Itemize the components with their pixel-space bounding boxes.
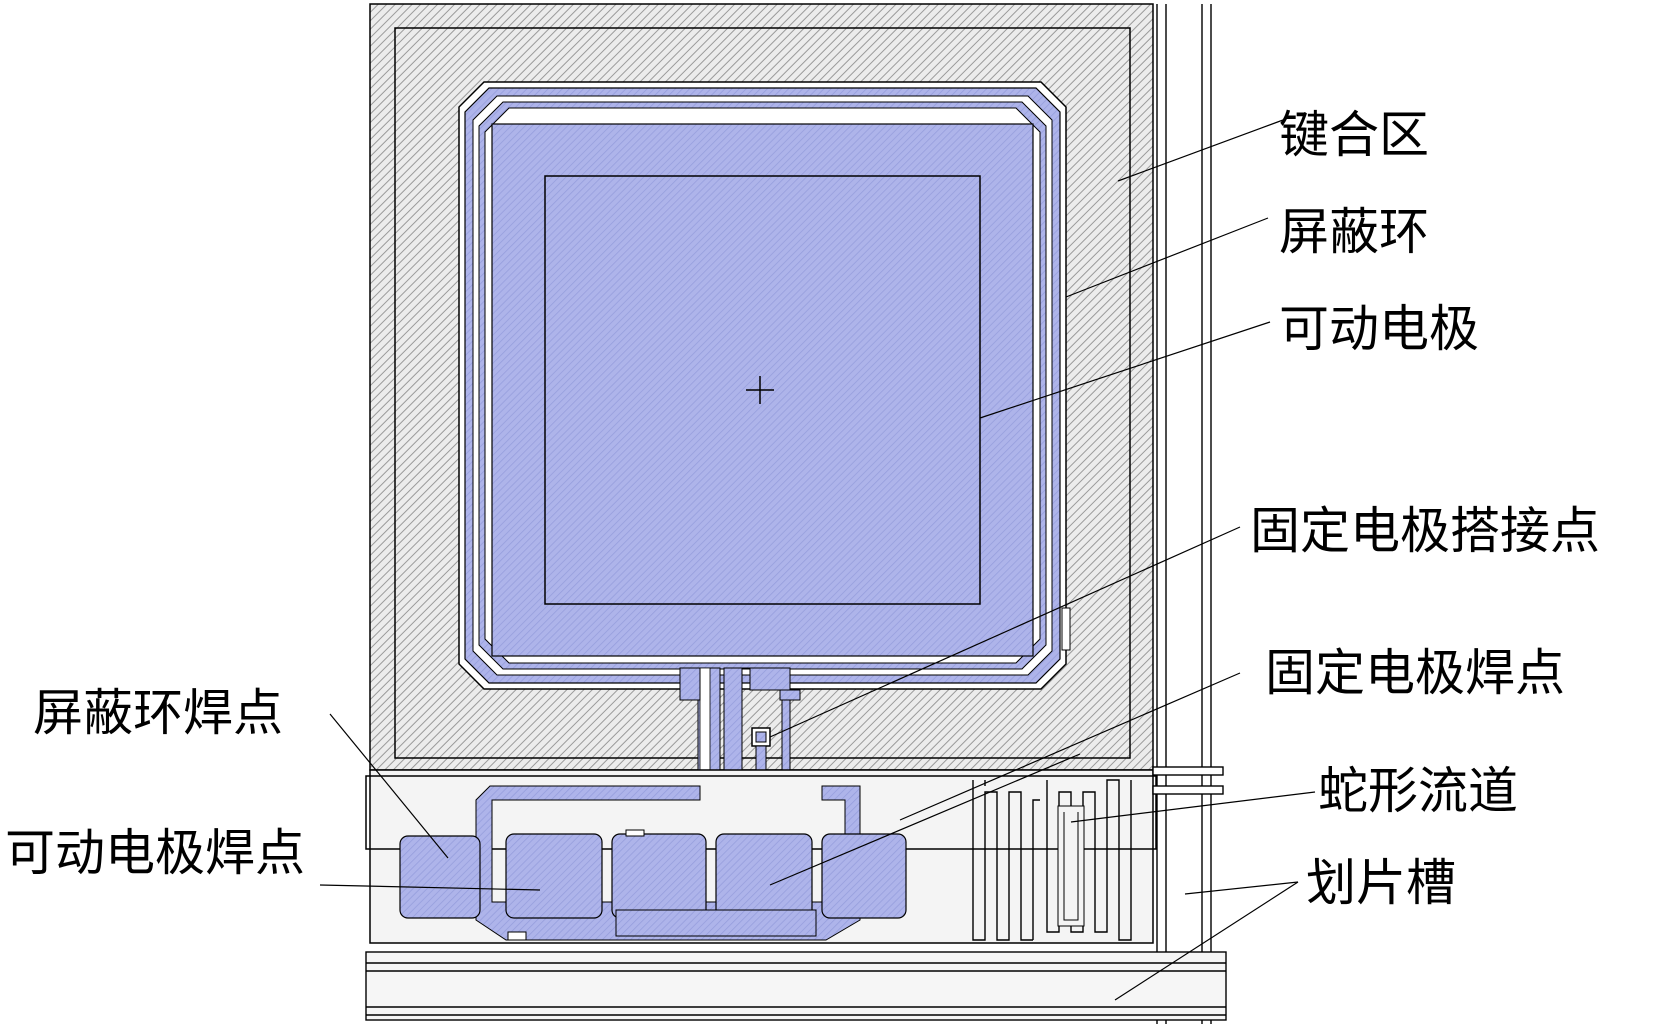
fixed-electrode-lap-point (751, 727, 771, 747)
label-fixed-electrode-lap-point: 固定电极搭接点 (1250, 502, 1600, 560)
bottom-connector (615, 909, 817, 937)
label-fixed-electrode-pad: 固定电极焊点 (1265, 644, 1565, 702)
shield-ring-pad (399, 835, 481, 919)
label-bonding-area: 键合区 (1279, 106, 1429, 164)
side-tab (1061, 607, 1071, 651)
label-shield-ring: 屏蔽环 (1279, 203, 1429, 261)
dicing-groove-horizontal (365, 766, 1227, 1021)
dicing-groove-vertical (1156, 4, 1212, 1024)
label-dicing-groove: 划片槽 (1306, 854, 1456, 912)
movable-electrode-pad (505, 833, 603, 919)
label-movable-electrode-pad: 可动电极焊点 (5, 824, 305, 882)
movable-electrode (491, 123, 1034, 657)
fixed-electrode-pad (715, 833, 813, 919)
serpentine-channel (972, 779, 1132, 941)
leader-lines (319, 119, 1316, 1001)
label-shield-ring-pad: 屏蔽环焊点 (33, 684, 283, 742)
small-tab (625, 829, 645, 837)
small-tab (507, 931, 527, 941)
label-serpentine-channel: 蛇形流道 (1318, 762, 1518, 820)
right-pad (821, 833, 907, 919)
label-movable-electrode: 可动电极 (1279, 300, 1479, 358)
middle-pad (611, 833, 707, 919)
